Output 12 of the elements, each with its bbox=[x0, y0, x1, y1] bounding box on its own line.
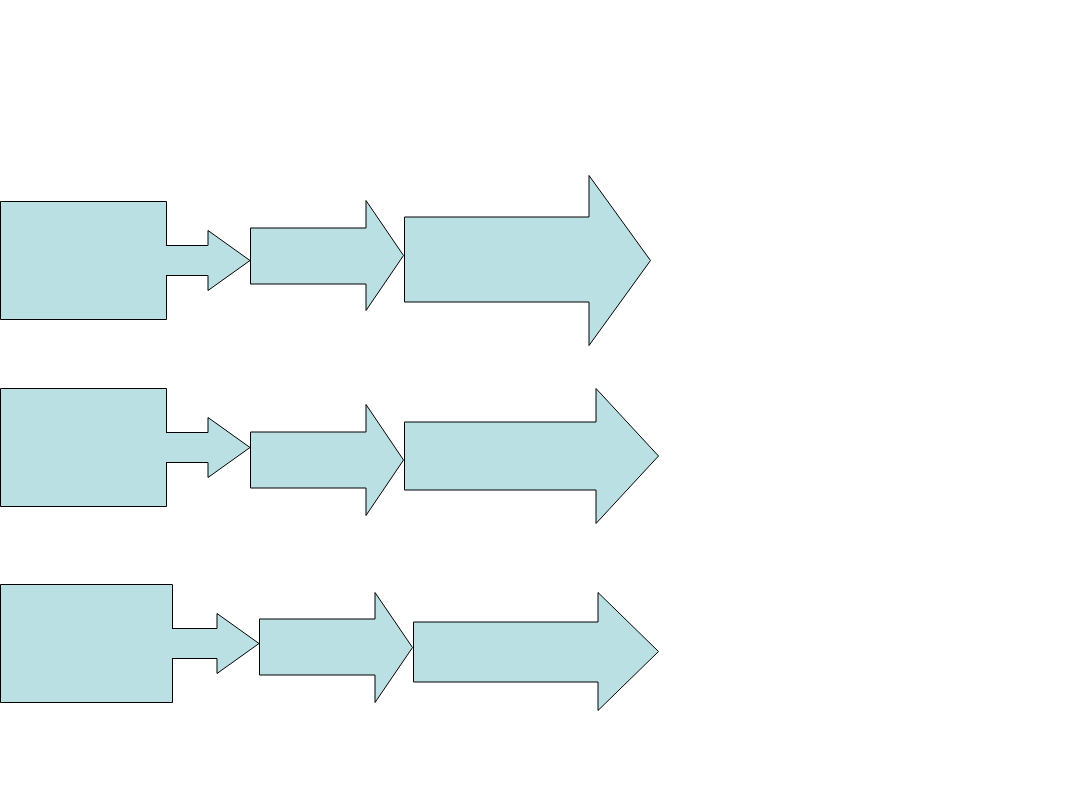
block-arrow-connector bbox=[165, 230, 251, 291]
empty-box bbox=[0, 388, 167, 507]
empty-box bbox=[0, 584, 173, 703]
empty-box bbox=[0, 201, 167, 320]
block-arrow-shape bbox=[250, 200, 404, 311]
block-arrow-shape bbox=[259, 592, 413, 703]
block-arrow-connector bbox=[165, 417, 251, 478]
block-arrow-shape bbox=[413, 592, 659, 711]
block-arrow-shape bbox=[404, 175, 651, 346]
block-arrow-shape bbox=[404, 388, 659, 524]
block-arrow-shape bbox=[250, 404, 404, 516]
block-arrow-connector bbox=[171, 613, 260, 674]
